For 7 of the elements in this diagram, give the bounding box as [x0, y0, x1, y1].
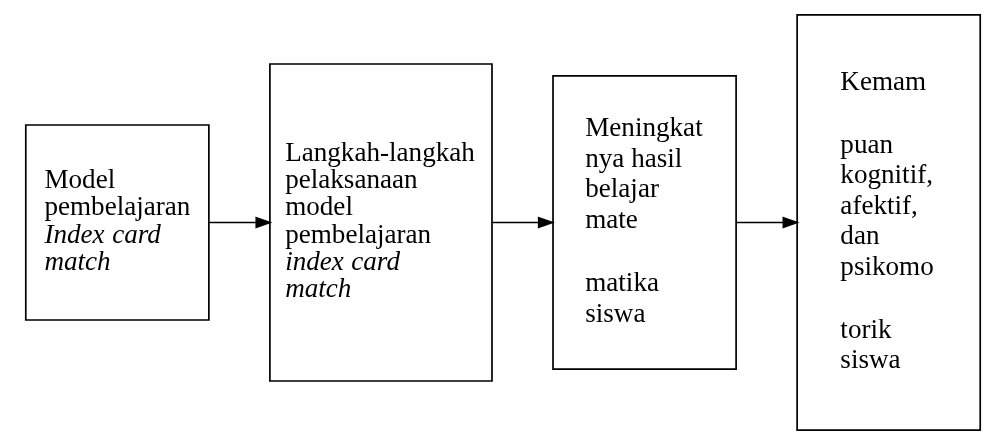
arrow	[207, 216, 272, 229]
node-box: Model pembelajaran Index card match	[24, 124, 210, 321]
arrow	[490, 216, 555, 229]
node-box: Kemam puan kognitif, afektif, dan psikomo torik siswa	[795, 14, 981, 432]
node-box: Meningkat nya hasil belajar mate matika siswa	[551, 75, 737, 370]
arrow	[735, 216, 799, 229]
node-box: Langkah-langkah pelaksanaan model pembelajaran index card match	[268, 63, 493, 382]
